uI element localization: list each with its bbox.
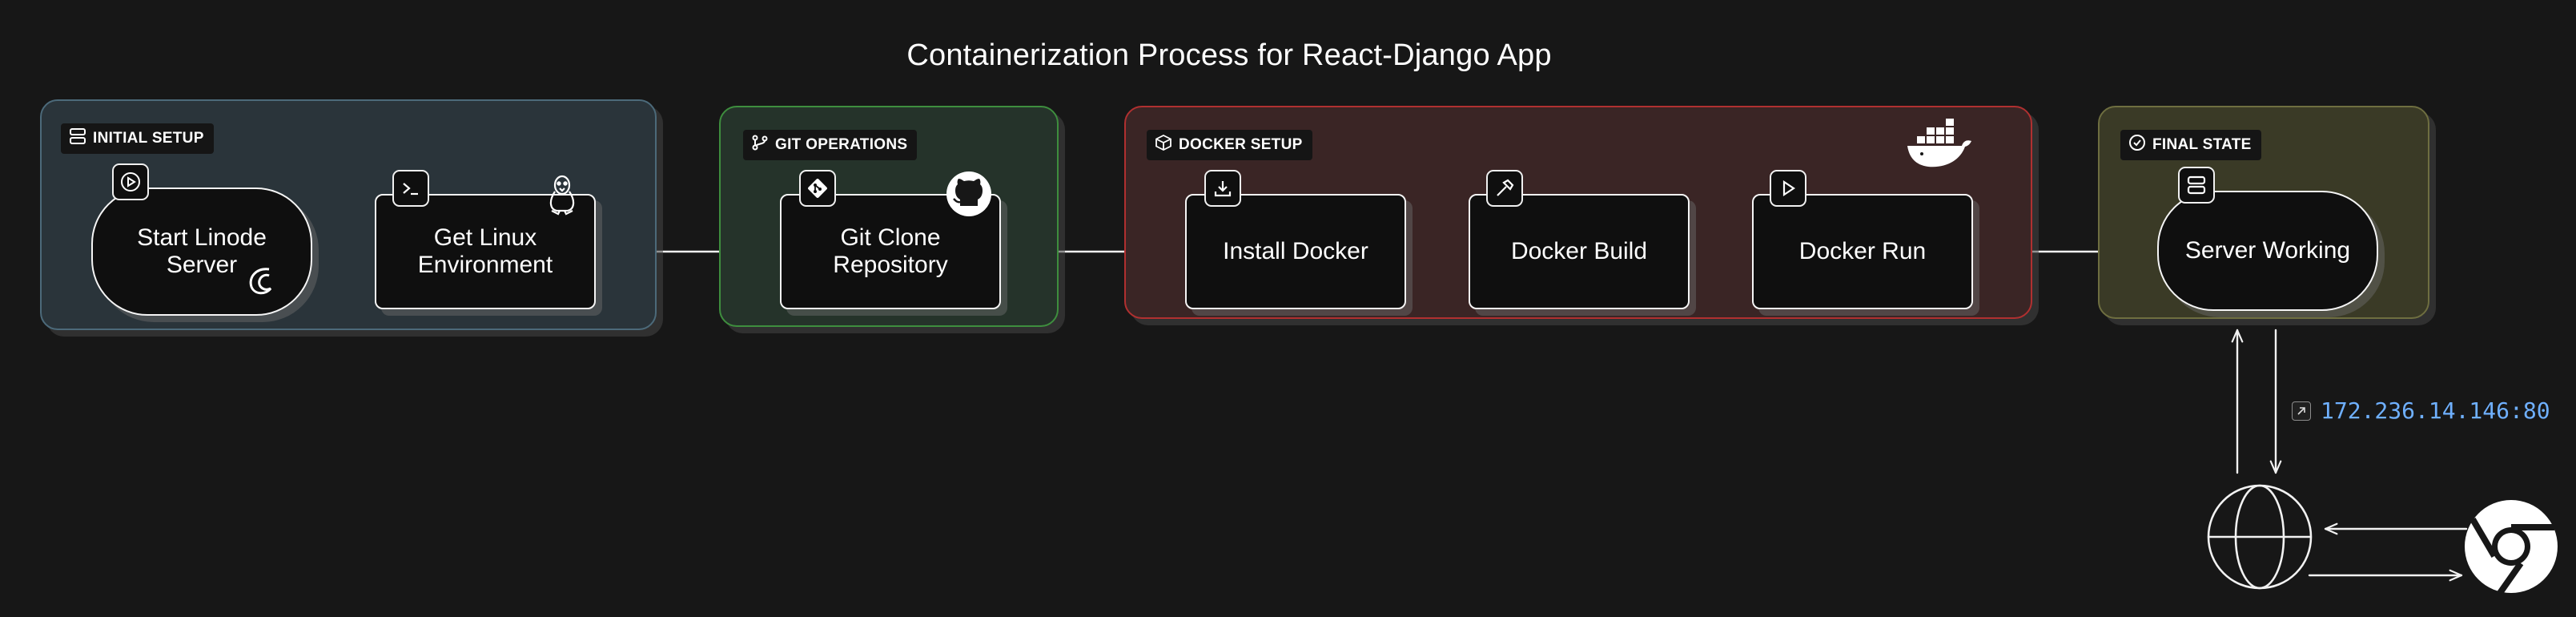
play-icon bbox=[1770, 170, 1806, 207]
docker-whale-icon bbox=[1906, 117, 1975, 170]
hammer-icon bbox=[1486, 170, 1523, 207]
globe-icon bbox=[2207, 484, 2313, 590]
ip-address-text: 172.236.14.146:80 bbox=[2321, 397, 2550, 424]
node-label: Start Linode Server bbox=[137, 224, 267, 278]
node-label: Git Clone Repository bbox=[833, 224, 948, 278]
node-install-docker[interactable]: Install Docker bbox=[1185, 194, 1406, 309]
linode-logo-icon bbox=[240, 261, 279, 300]
group-label-text: FINAL STATE bbox=[2152, 136, 2252, 153]
server-icon bbox=[2178, 167, 2215, 204]
git-operations-label: GIT OPERATIONS bbox=[743, 130, 918, 160]
node-docker-build[interactable]: Docker Build bbox=[1469, 194, 1690, 309]
node-label: Docker Run bbox=[1798, 238, 1927, 264]
node-label: Get Linux Environment bbox=[417, 224, 553, 278]
group-label-text: GIT OPERATIONS bbox=[775, 136, 908, 153]
tux-linux-icon bbox=[545, 173, 580, 216]
server-icon bbox=[69, 127, 86, 150]
initial-setup-label: INITIAL SETUP bbox=[61, 123, 214, 154]
node-start-linode[interactable]: Start Linode Server bbox=[91, 188, 312, 316]
git-branch-icon bbox=[751, 134, 769, 156]
final-state-label: FINAL STATE bbox=[2120, 130, 2261, 160]
chrome-icon bbox=[2465, 500, 2558, 595]
group-label-text: DOCKER SETUP bbox=[1179, 136, 1303, 153]
terminal-icon bbox=[392, 170, 429, 207]
node-label: Docker Build bbox=[1510, 238, 1648, 264]
node-label: Server Working bbox=[2184, 237, 2351, 264]
github-icon bbox=[945, 170, 993, 218]
external-link-icon bbox=[2292, 401, 2311, 421]
cube-icon bbox=[1155, 134, 1172, 156]
group-label-text: INITIAL SETUP bbox=[93, 130, 204, 147]
ip-address-link[interactable]: 172.236.14.146:80 bbox=[2292, 397, 2550, 424]
git-icon bbox=[799, 170, 836, 207]
play-icon bbox=[112, 163, 149, 200]
node-label: Install Docker bbox=[1223, 238, 1368, 264]
docker-setup-label: DOCKER SETUP bbox=[1147, 130, 1312, 160]
diagram-title: Containerization Process for React-Djang… bbox=[906, 38, 1552, 72]
node-docker-run[interactable]: Docker Run bbox=[1752, 194, 1973, 309]
download-icon bbox=[1204, 170, 1241, 207]
check-circle-icon bbox=[2128, 134, 2146, 156]
node-server-working[interactable]: Server Working bbox=[2157, 191, 2378, 311]
